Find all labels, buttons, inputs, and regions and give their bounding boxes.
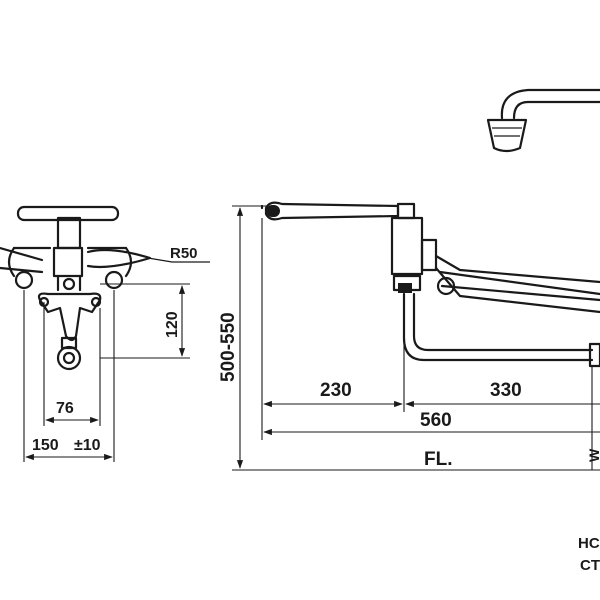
spout-230-label: 230: [320, 380, 352, 401]
height-range-label: 500-550: [218, 312, 239, 382]
right-edge-text: W: [586, 448, 600, 462]
width-76-label: 76: [56, 400, 74, 417]
side-view: 500-550 230 330 560 FL. W: [218, 88, 600, 471]
total-560-label: 560: [420, 410, 452, 431]
corner-text-line1: HC: [578, 535, 600, 552]
corner-text-line2: CT: [580, 557, 600, 574]
radius-label: R50: [170, 245, 198, 262]
centers-150-label: 150: [32, 437, 59, 454]
tolerance-label: ±10: [74, 437, 101, 454]
front-view: R50 120 76 150 ±10: [0, 205, 210, 462]
floor-label: FL.: [424, 449, 453, 470]
height-120-label: 120: [164, 311, 181, 338]
spout-330-label: 330: [490, 380, 522, 401]
